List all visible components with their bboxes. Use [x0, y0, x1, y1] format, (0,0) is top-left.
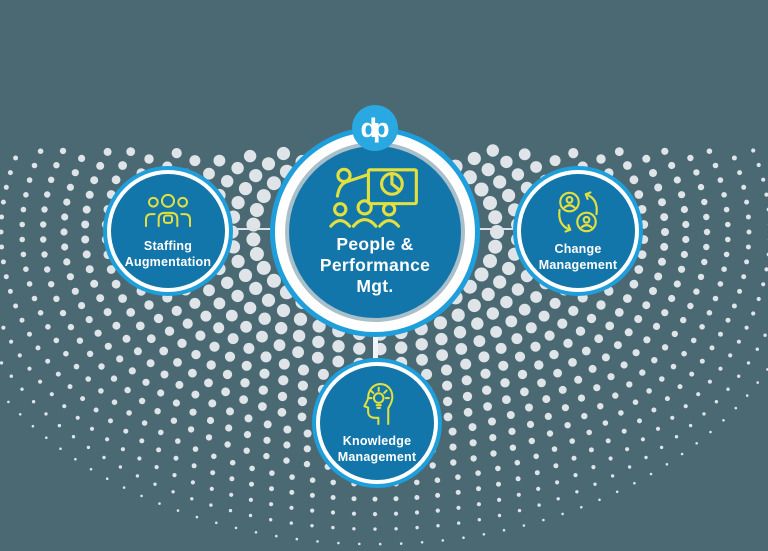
- dp-logo-text: dp: [360, 112, 390, 143]
- node-label-line: Management: [538, 257, 618, 272]
- node-label: Knowledge Management: [338, 433, 416, 465]
- team-group-icon: [145, 193, 191, 228]
- node-label: Change Management: [539, 241, 617, 273]
- presentation-pie-chart-icon: [329, 167, 418, 228]
- node-change-management: Change Management: [521, 174, 635, 288]
- connector-left: [204, 228, 296, 230]
- connector-right: [454, 228, 550, 230]
- node-staffing-augmentation: Staffing Augmentation: [111, 174, 225, 288]
- users-cycle-arrows-icon: [558, 190, 598, 233]
- node-label-line: People &: [336, 234, 414, 254]
- node-knowledge-management: Knowledge Management: [320, 366, 434, 480]
- node-label: People & Performance Mgt.: [320, 234, 430, 297]
- node-label-line: Knowledge: [342, 434, 412, 448]
- node-label: Staffing Augmentation: [125, 238, 211, 270]
- node-label-line: Change: [554, 241, 602, 256]
- dp-logo: dp: [352, 105, 398, 151]
- connector-bottom: [373, 322, 378, 370]
- node-label-line: Staffing: [143, 239, 193, 253]
- node-label-line: Management: [337, 450, 417, 464]
- node-label-line: Augmentation: [124, 255, 212, 269]
- head-lightbulb-icon: [363, 383, 394, 425]
- node-label-line: Mgt.: [356, 276, 394, 296]
- node-label-line: Performance: [319, 255, 431, 275]
- node-people-performance-mgt: People & Performance Mgt.: [289, 146, 461, 318]
